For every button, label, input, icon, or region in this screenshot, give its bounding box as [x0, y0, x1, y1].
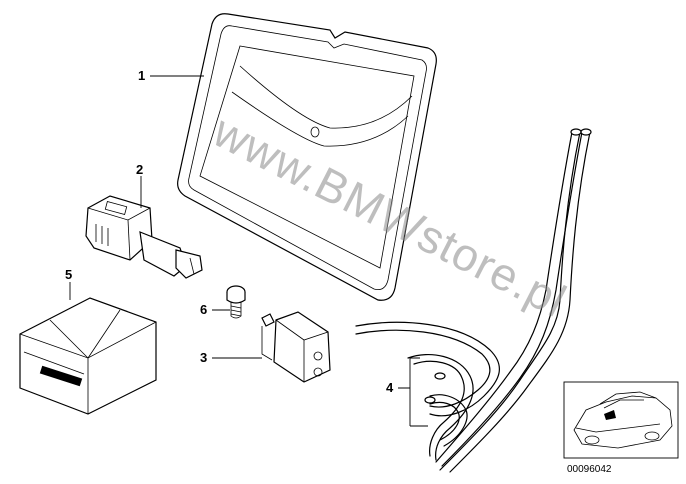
callout-3: 3 — [200, 350, 207, 365]
part-3-relay-box[interactable] — [261, 311, 331, 383]
part-6-screw[interactable] — [226, 285, 246, 319]
car-thumbnail[interactable] — [563, 381, 679, 459]
callout-5: 5 — [65, 267, 72, 282]
part-2-switch-connector[interactable] — [85, 195, 203, 279]
part-1-cover-panel[interactable] — [177, 13, 437, 301]
callout-1: 1 — [138, 68, 145, 83]
reference-number: 00096042 — [567, 464, 612, 475]
callout-6: 6 — [200, 302, 207, 317]
part-4-hoses[interactable] — [355, 128, 592, 473]
callout-4: 4 — [386, 380, 394, 395]
callout-2: 2 — [136, 162, 143, 177]
part-5-box[interactable] — [19, 297, 157, 415]
leader-lines — [69, 75, 428, 427]
